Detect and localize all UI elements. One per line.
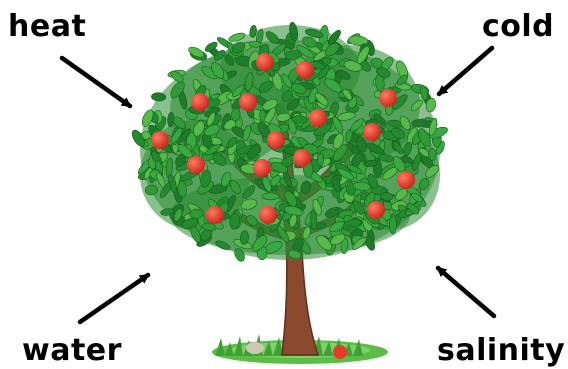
leaf <box>428 148 436 161</box>
leaf <box>292 115 308 124</box>
apple <box>293 149 311 167</box>
label-salinity: salinity <box>437 336 565 366</box>
apple <box>187 156 205 174</box>
leaf <box>262 193 280 200</box>
apple <box>363 123 381 141</box>
apple <box>397 171 415 189</box>
apple <box>256 53 274 71</box>
arrow-icon-heat <box>62 58 130 106</box>
apple <box>239 93 257 111</box>
leaf <box>317 153 323 166</box>
apple <box>267 131 285 149</box>
leaf <box>412 119 427 127</box>
apple <box>296 61 314 79</box>
apple <box>367 201 385 219</box>
apple <box>206 206 224 224</box>
arrow-icon-cold <box>439 48 492 94</box>
leaf <box>389 216 397 234</box>
label-heat: heat <box>8 12 86 42</box>
apple <box>191 93 209 111</box>
tree-canopy <box>130 22 449 263</box>
label-water: water <box>22 336 122 366</box>
apple <box>151 131 169 149</box>
label-cold: cold <box>482 12 554 42</box>
arrow-icon-water <box>80 275 148 322</box>
apple <box>253 159 271 177</box>
arrow-icon-salinity <box>438 268 494 316</box>
apple <box>379 89 397 107</box>
apple <box>259 206 277 224</box>
apple <box>309 109 327 127</box>
